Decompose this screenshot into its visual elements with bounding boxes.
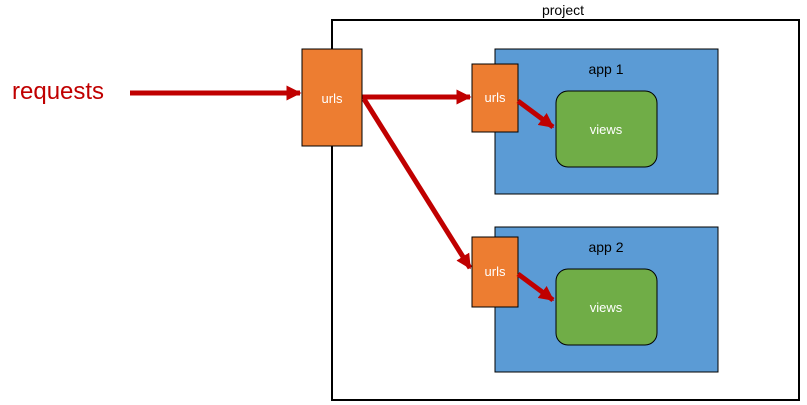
- requests-label: requests: [12, 78, 104, 105]
- main-urls-box: [301, 48, 363, 147]
- app-2-views-box: [555, 268, 658, 346]
- app-2-urls-label: urls: [485, 264, 506, 279]
- app-1: app 1 urls views: [471, 48, 719, 195]
- arrow-urls-to-app2-urls: [361, 97, 473, 270]
- app-1-title: app 1: [588, 61, 623, 77]
- app-1-views-label: views: [590, 122, 623, 137]
- app-2-urls-box: [471, 236, 519, 308]
- app-1-urls-label: urls: [485, 90, 506, 105]
- arrow-app-1-urls-to-views: [516, 98, 555, 130]
- app-2-views-label: views: [590, 300, 623, 315]
- app-1-urls-box: [471, 63, 519, 133]
- app-1-views-box: [555, 90, 658, 168]
- main-urls-label: urls: [322, 91, 343, 106]
- arrow-app-2-urls-to-views: [516, 271, 555, 303]
- app-2-title: app 2: [588, 239, 623, 255]
- app-2: app 2 urls views: [471, 226, 719, 373]
- project-label: project: [542, 2, 584, 18]
